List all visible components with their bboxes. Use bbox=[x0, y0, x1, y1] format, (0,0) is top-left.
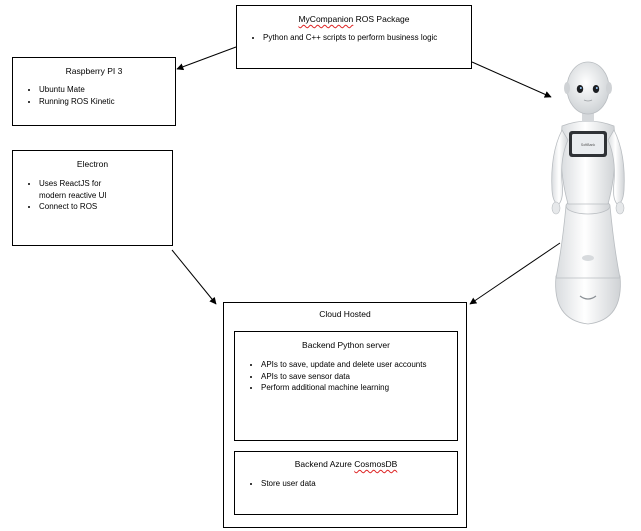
list-item: Running ROS Kinetic bbox=[39, 96, 175, 108]
list-item: APIs to save, update and delete user acc… bbox=[261, 359, 443, 371]
arrow-electron-to-cloud bbox=[171, 249, 217, 305]
list-item: Python and C++ scripts to perform busine… bbox=[263, 32, 439, 44]
list-item: Ubuntu Mate bbox=[39, 84, 175, 96]
list-item: APIs to save sensor data bbox=[261, 371, 443, 383]
electron-title: Electron bbox=[76, 159, 109, 169]
list-item: Store user data bbox=[261, 478, 457, 490]
raspberry-title: Raspberry PI 3 bbox=[65, 66, 123, 76]
backend-azure-title: Backend Azure CosmosDB bbox=[294, 459, 398, 469]
backend-azure-bullets: Store user data bbox=[235, 478, 457, 490]
backend-python-title: Backend Python server bbox=[302, 340, 390, 350]
ros-package-title: MyCompanion ROS Package bbox=[298, 14, 410, 24]
ros-package-box: MyCompanion ROS Package Python and C++ s… bbox=[236, 5, 472, 69]
tablet-brand-text: SoftBank bbox=[581, 143, 595, 147]
humanoid-robot-image: SoftBank bbox=[551, 61, 625, 325]
electron-bullets: Uses ReactJS for modern reactive UI Conn… bbox=[13, 178, 172, 213]
list-item: Uses ReactJS for modern reactive UI bbox=[39, 178, 124, 201]
electron-box: Electron Uses ReactJS for modern reactiv… bbox=[12, 150, 173, 246]
list-item: Connect to ROS bbox=[39, 201, 124, 213]
raspberry-bullets: Ubuntu Mate Running ROS Kinetic bbox=[13, 84, 175, 107]
cloud-hosted-title: Cloud Hosted bbox=[319, 309, 371, 319]
backend-python-box: Backend Python server APIs to save, upda… bbox=[234, 331, 458, 441]
arrow-package-to-raspberry bbox=[176, 46, 237, 71]
raspberry-box: Raspberry PI 3 Ubuntu Mate Running ROS K… bbox=[12, 57, 176, 126]
arrow-package-to-robot bbox=[471, 61, 552, 98]
backend-python-bullets: APIs to save, update and delete user acc… bbox=[235, 359, 457, 394]
cloud-hosted-box: Cloud Hosted Backend Python server APIs … bbox=[223, 302, 467, 528]
arrow-robot-to-cloud bbox=[469, 242, 561, 305]
ros-package-bullets: Python and C++ scripts to perform busine… bbox=[237, 32, 471, 44]
list-item: Perform additional machine learning bbox=[261, 382, 443, 394]
backend-azure-box: Backend Azure CosmosDB Store user data bbox=[234, 451, 458, 515]
